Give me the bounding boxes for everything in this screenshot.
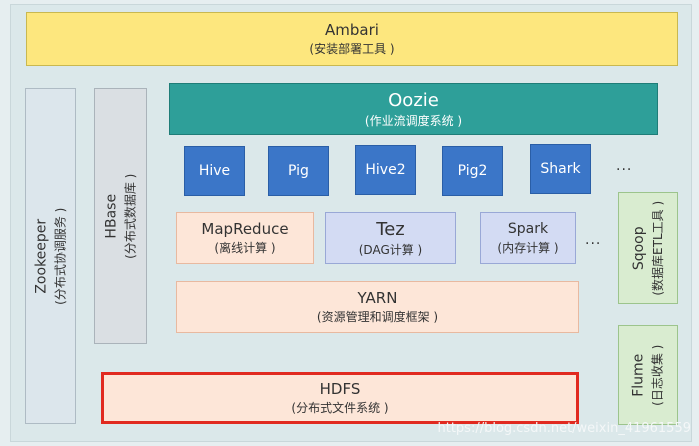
ambari-desc: (安装部署工具 ) xyxy=(309,42,395,57)
tool-hive: Hive xyxy=(184,146,245,196)
engine-name: MapReduce xyxy=(201,220,289,239)
tool-pig: Pig xyxy=(268,146,329,196)
engine-desc: (DAG计算 ) xyxy=(358,243,423,258)
hbase-desc: (分布式数据库 ) xyxy=(122,173,137,259)
oozie-desc: (作业流调度系统 ) xyxy=(364,114,463,129)
yarn-desc: (资源管理和调度框架 ) xyxy=(316,310,439,325)
sqoop-desc: (数据库ETL工具 ) xyxy=(650,200,665,296)
engine-spark: Spark (内存计算 ) xyxy=(480,212,576,264)
sqoop-box: Sqoop (数据库ETL工具 ) xyxy=(618,192,678,304)
engines-ellipsis: ... xyxy=(585,232,602,248)
tool-label: Hive2 xyxy=(365,161,406,178)
engine-desc: (内存计算 ) xyxy=(497,240,559,255)
engine-tez: Tez (DAG计算 ) xyxy=(325,212,456,264)
watermark: https://blog.csdn.net/weixin_41961559 xyxy=(437,421,691,436)
oozie-box: Oozie (作业流调度系统 ) xyxy=(169,83,658,135)
oozie-name: Oozie xyxy=(388,89,439,111)
hdfs-box: HDFS (分布式文件系统 ) xyxy=(101,372,579,424)
yarn-name: YARN xyxy=(357,289,398,308)
engine-desc: (离线计算 ) xyxy=(214,241,276,256)
sqoop-name: Sqoop xyxy=(630,226,647,270)
ambari-name: Ambari xyxy=(325,21,379,40)
ambari-box: Ambari (安装部署工具 ) xyxy=(26,12,678,66)
engine-mapreduce: MapReduce (离线计算 ) xyxy=(176,212,314,264)
hdfs-name: HDFS xyxy=(319,380,361,399)
flume-name: Flume xyxy=(630,353,647,397)
tool-label: Pig xyxy=(288,162,309,179)
hdfs-desc: (分布式文件系统 ) xyxy=(291,401,389,416)
zookeeper-desc: (分布式协调服务 ) xyxy=(52,207,67,305)
tool-shark: Shark xyxy=(530,144,591,194)
tool-pig2: Pig2 xyxy=(442,146,503,196)
tool-label: Shark xyxy=(540,160,581,177)
yarn-box: YARN (资源管理和调度框架 ) xyxy=(176,281,579,333)
zookeeper-name: Zookeeper xyxy=(33,218,50,294)
hbase-box: HBase (分布式数据库 ) xyxy=(94,88,147,344)
tool-label: Pig2 xyxy=(457,162,488,179)
flume-desc: (日志收集 ) xyxy=(650,344,665,406)
tool-hive2: Hive2 xyxy=(355,145,416,195)
flume-box: Flume (日志收集 ) xyxy=(618,325,678,425)
engine-name: Spark xyxy=(507,220,549,237)
tool-label: Hive xyxy=(198,162,231,179)
hbase-name: HBase xyxy=(103,193,120,239)
engine-name: Tez xyxy=(376,218,405,240)
tools-ellipsis: ... xyxy=(616,158,633,174)
zookeeper-box: Zookeeper (分布式协调服务 ) xyxy=(25,88,76,424)
